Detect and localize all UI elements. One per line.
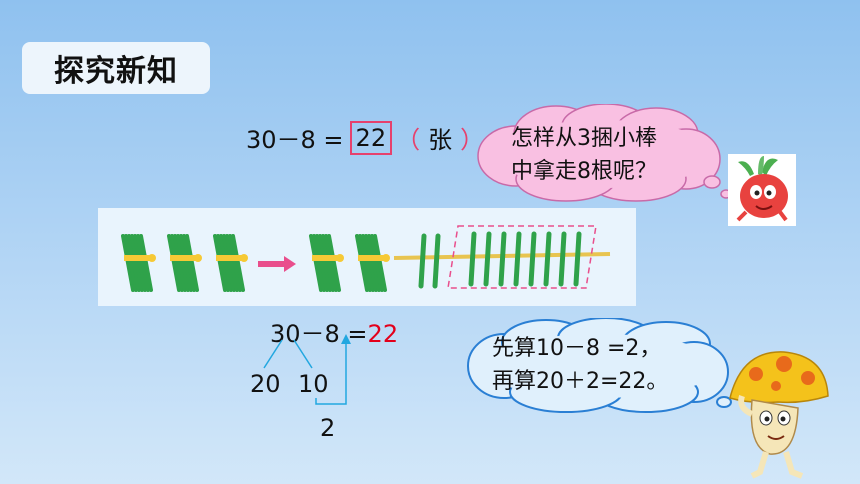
- equation-1-unit: （张）: [396, 126, 485, 154]
- taken-stick-5: [528, 231, 537, 287]
- taken-stick-4: [513, 231, 522, 287]
- decomposition-right: 10: [298, 370, 329, 398]
- bubble-1-text: 怎样从3捆小棒 中拿走8根呢？: [511, 122, 657, 188]
- taken-stick-8: [573, 231, 582, 287]
- thought-bubble-1: [477, 104, 732, 202]
- bubble-2-line2: 再算20＋2=22。: [492, 369, 669, 394]
- taken-stick-3: [498, 231, 507, 287]
- taken-stick-1: [468, 231, 477, 287]
- taken-stick-7: [558, 231, 567, 287]
- equation-1-expression: 30－8 =: [246, 126, 344, 154]
- mushroom-character-image: [729, 351, 829, 479]
- equation-2-answer: 22: [367, 320, 399, 348]
- decomposition-result: 2: [320, 414, 336, 442]
- bubble-2-text: 先算10－8 =2， 再算20＋2=22。: [492, 332, 668, 398]
- equation-1: 30－8 = 22 （张）: [246, 120, 484, 155]
- decomposition-left: 20: [250, 370, 281, 398]
- equation-2-expression: 30－8 =: [270, 320, 368, 348]
- stick-bundle-4: [309, 234, 344, 292]
- stick-bundle-3: [213, 234, 248, 292]
- arrow-head: [284, 256, 296, 272]
- taken-stick-6: [543, 231, 552, 287]
- stick-bundle-1: [121, 234, 156, 292]
- loose-stick-2: [432, 233, 441, 289]
- sticks-illustration: [121, 225, 611, 292]
- loose-stick-1: [418, 233, 427, 289]
- equation-1-answer-box: 22: [349, 120, 393, 155]
- bubble-1-line2: 中拿走8根呢？: [511, 159, 657, 184]
- decomposition-lines: [263, 334, 351, 405]
- taken-stick-2: [483, 231, 492, 287]
- bubble-1-line1: 怎样从3捆小棒: [511, 126, 657, 151]
- stick-bundle-2: [167, 234, 202, 292]
- bubble-2-line1: 先算10－8 =2，: [492, 336, 662, 361]
- taken-sticks-dashed-box: [447, 225, 597, 289]
- equation-2: 30－8 =22: [270, 314, 398, 349]
- thought-bubble-2: [467, 318, 732, 413]
- stick-bundle-5: [355, 234, 390, 292]
- section-title: 探究新知: [22, 42, 210, 94]
- radish-character-image: [728, 154, 796, 226]
